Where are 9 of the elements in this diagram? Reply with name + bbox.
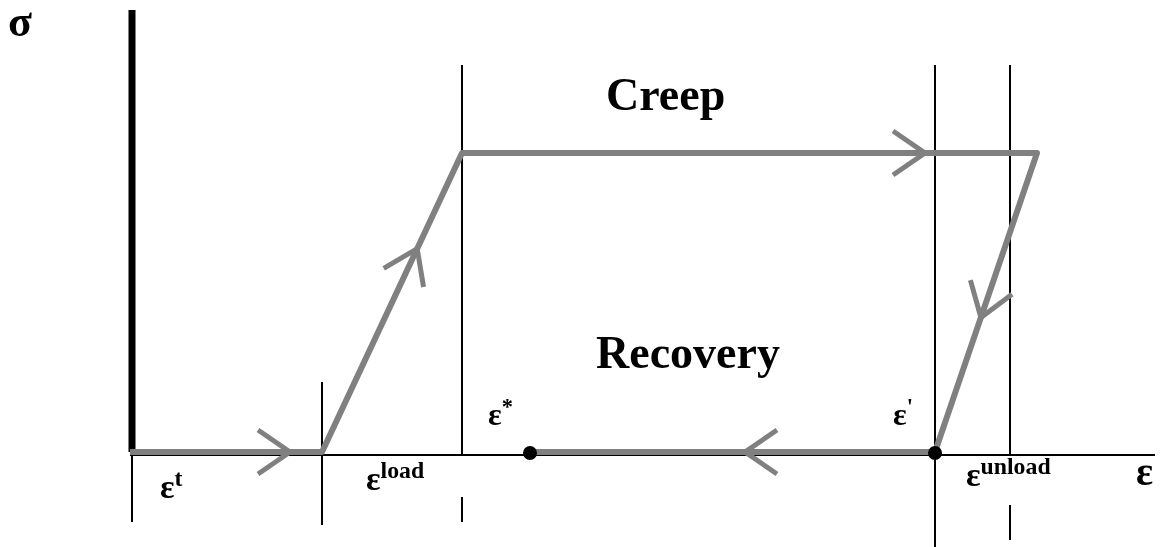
phase-label: Creep xyxy=(606,72,726,118)
phase-label: Recovery xyxy=(596,330,780,376)
axis-label: σ xyxy=(8,0,32,44)
axis-label: ε xyxy=(1136,452,1154,492)
strain-label: ε$^{unload}$ xyxy=(966,458,1051,492)
strain-label: ε$^{*}$ xyxy=(488,398,513,430)
strain-label: ε$^{'}$ xyxy=(893,398,913,430)
strain-label: ε$^{t}$ xyxy=(160,470,183,504)
strain-label: ε$^{load}$ xyxy=(366,462,425,496)
